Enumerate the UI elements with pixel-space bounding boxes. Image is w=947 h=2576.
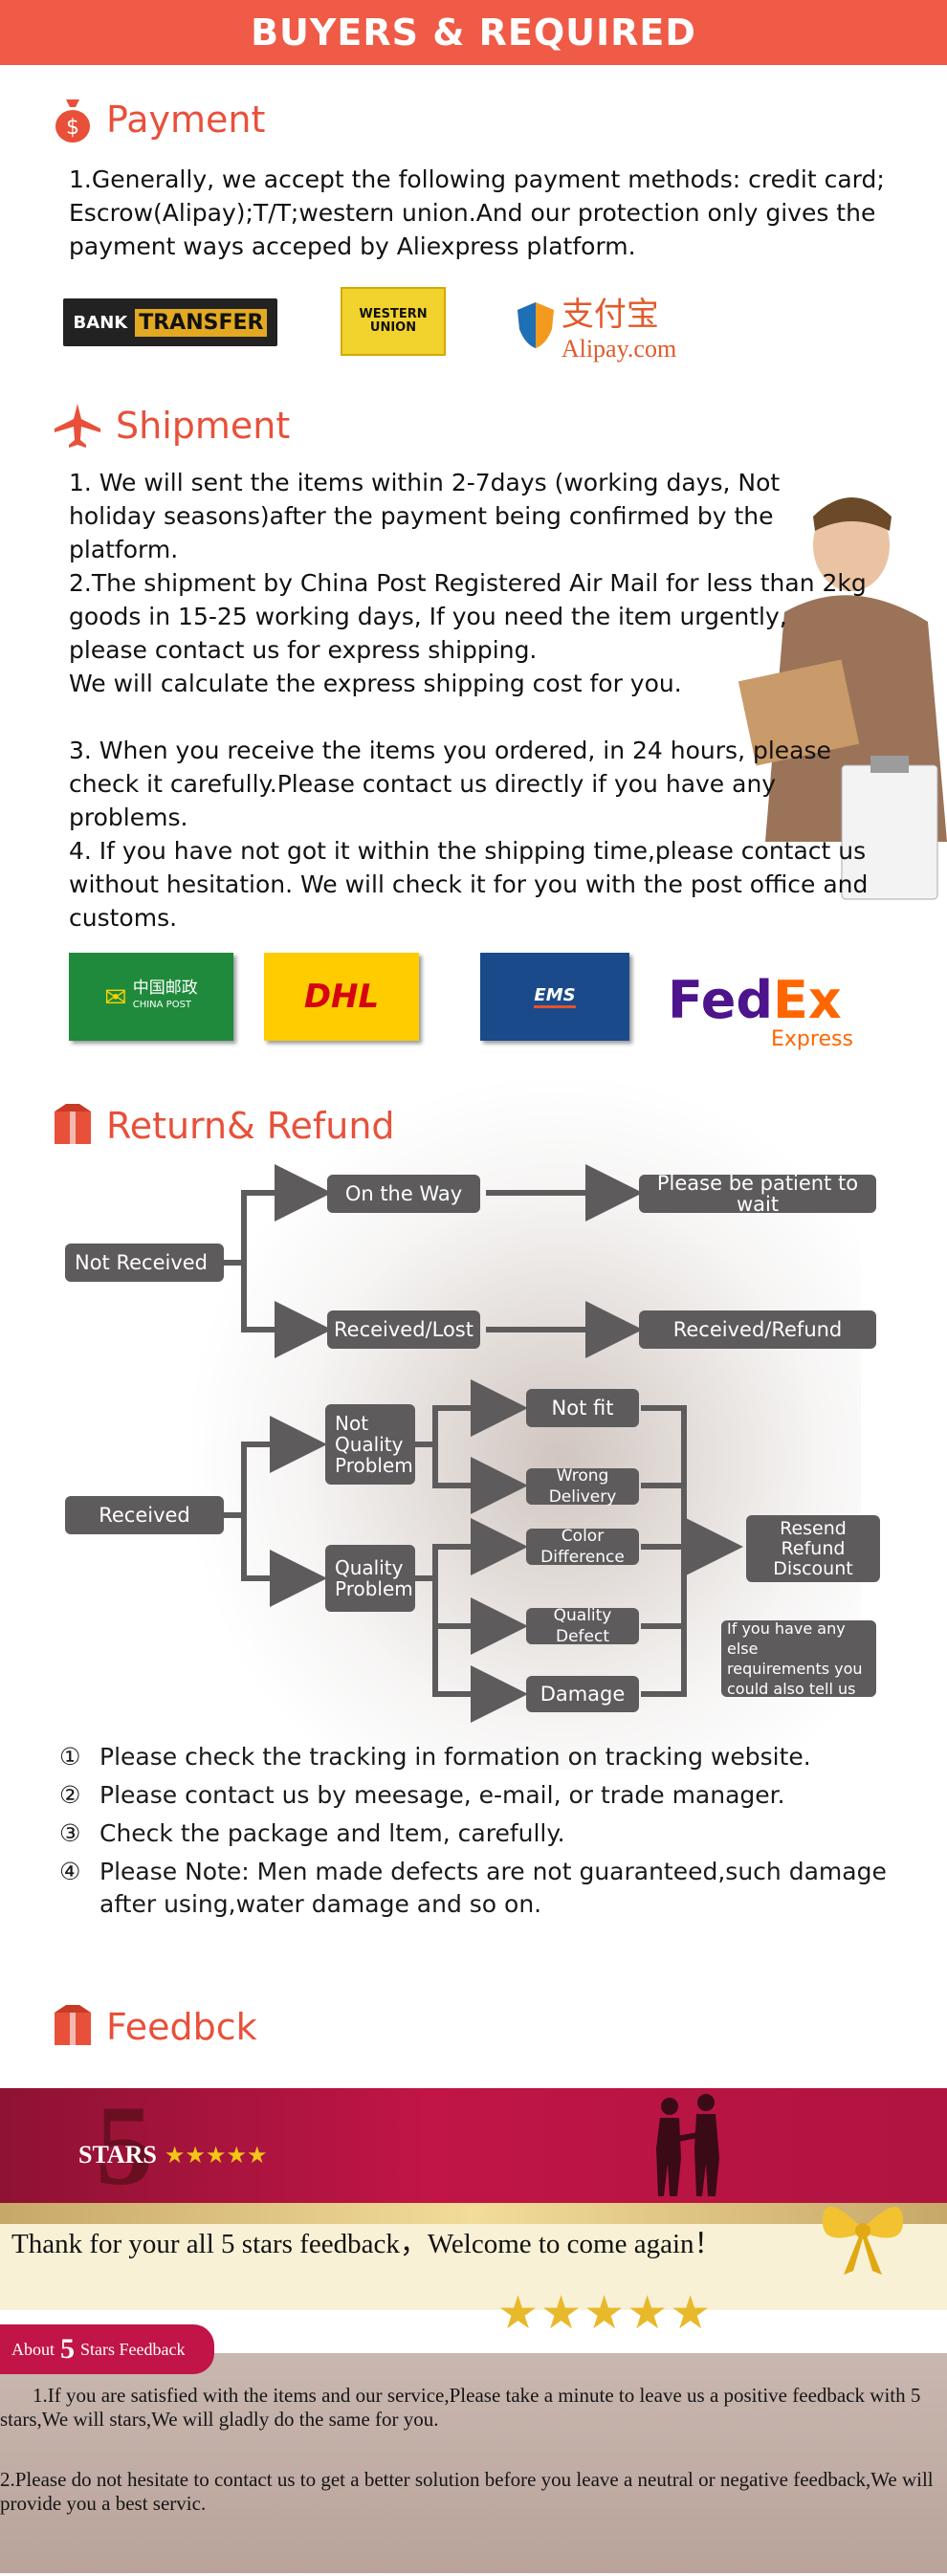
damage-box: Damage <box>526 1676 639 1712</box>
bank-transfer-logo: BANK TRANSFER <box>63 298 277 346</box>
note-text: Please contact us by meesage, e-mail, or… <box>99 1781 785 1809</box>
payment-text: 1.Generally, we accept the following pay… <box>69 165 885 260</box>
about-number: 5 <box>60 2333 75 2365</box>
payment-heading: $ Payment <box>53 96 265 143</box>
shipment-p1: 1. We will sent the items within 2-7days… <box>69 469 781 563</box>
china-post-logo: ✉ 中国邮政 CHINA POST <box>69 953 233 1041</box>
resend-refund-discount-box: Resend Refund Discount <box>746 1515 880 1582</box>
fedex-logo: FedEx Express <box>668 966 878 1058</box>
gold-stars-icon: ★★★★★ <box>497 2286 714 2340</box>
small-stars-icon: ★★★★★ <box>164 2142 268 2169</box>
money-bag-icon: $ <box>53 96 93 143</box>
not-received-box: Not Received <box>65 1244 224 1282</box>
china-post-en-label: CHINA POST <box>132 1000 192 1010</box>
feedback-heading: Feedbck <box>53 2003 257 2051</box>
alipay-en-label: Alipay.com <box>561 334 677 363</box>
thank-row <box>0 2224 947 2310</box>
fedex-express-label: Express <box>771 1026 853 1051</box>
box-icon <box>53 1102 93 1150</box>
alipay-shield-icon <box>517 302 554 348</box>
ems-logo: EMS <box>480 953 629 1041</box>
fedex-ex-label: Ex <box>772 969 842 1030</box>
note-item: ② Please contact us by meesage, e-mail, o… <box>59 1779 920 1812</box>
stars-label-row: STARS ★★★★★ <box>78 2141 267 2169</box>
bank-international-label: INTERNATIONAL <box>153 337 231 347</box>
china-post-cn-label: 中国邮政 <box>132 979 198 998</box>
transfer-label: TRANSFER <box>135 308 268 337</box>
fedex-fed-label: Fed <box>668 969 773 1030</box>
dhl-logo: DHL <box>264 953 419 1041</box>
received-refund-box: Received/Refund <box>639 1310 876 1349</box>
about-suffix: Stars Feedback <box>80 2339 186 2359</box>
western-union-logo: WESTERN UNION <box>341 287 446 356</box>
ems-label: EMS <box>534 985 576 1008</box>
gold-bow-icon <box>815 2191 911 2277</box>
wrong-delivery-box: Wrong Delivery <box>526 1466 639 1507</box>
note-number: ② <box>59 1781 81 1809</box>
note-number: ④ <box>59 1858 81 1885</box>
not-quality-problem-box: Not Quality Problem <box>325 1404 415 1485</box>
five-digit: 5 <box>96 2081 153 2209</box>
feedback-info-panel <box>0 2353 947 2573</box>
feedback-title: Feedbck <box>106 2006 257 2048</box>
note-item: ④ Please Note: Men made defects are not g… <box>59 1856 920 1921</box>
payment-title: Payment <box>106 99 266 141</box>
delivery-man-illustration <box>727 478 947 937</box>
china-post-emblem-icon: ✉ <box>104 980 127 1013</box>
svg-text:$: $ <box>66 116 79 140</box>
handshake-silhouette-icon <box>650 2091 727 2198</box>
shipment-title: Shipment <box>116 405 291 447</box>
note-item: ① Please check the tracking in formation … <box>59 1741 920 1773</box>
box-icon <box>53 2003 93 2051</box>
quality-problem-box: Quality Problem <box>325 1545 415 1612</box>
dhl-label: DHL <box>303 978 380 1016</box>
feedback-p2: 2.Please do not hesitate to contact us t… <box>0 2468 934 2515</box>
shipment-p2: 2.The shipment by China Post Registered … <box>69 569 867 664</box>
thank-message: Thank for your all 5 stars feedback，Welc… <box>11 2229 722 2259</box>
five-stars-banner <box>0 2088 947 2203</box>
be-patient-box: Please be patient to wait <box>639 1173 876 1215</box>
bank-label: BANK <box>73 312 128 333</box>
other-requirements-box: If you have any else requirements you co… <box>721 1619 876 1698</box>
western-label: WESTERN <box>359 307 428 321</box>
alipay-cn-label: 支付宝 <box>561 295 659 334</box>
stars-word: STARS <box>78 2141 157 2169</box>
union-label: UNION <box>369 320 417 335</box>
shipment-p3: 3. When you receive the items you ordere… <box>69 737 831 831</box>
not-fit-box: Not fit <box>526 1389 639 1427</box>
color-difference-box: Color Difference <box>526 1527 639 1567</box>
note-text: Check the package and ltem, carefully. <box>99 1819 565 1847</box>
refund-notes: ① Please check the tracking in formation … <box>59 1741 920 1926</box>
received-lost-box: Received/Lost <box>327 1310 480 1349</box>
alipay-logo: 支付宝 Alipay.com <box>496 287 696 363</box>
shipment-p2b: We will calculate the express shipping c… <box>69 670 682 697</box>
shipment-heading: Shipment <box>53 402 290 450</box>
shipment-p4: 4. If you have not got it within the shi… <box>69 837 869 932</box>
airplane-icon <box>53 402 102 450</box>
note-number: ① <box>59 1743 81 1771</box>
note-number: ③ <box>59 1819 81 1847</box>
quality-defect-box: Quality Defect <box>526 1606 639 1646</box>
note-text: Please check the tracking in formation o… <box>99 1743 811 1771</box>
page-banner: BUYERS & REQUIRED <box>0 0 947 65</box>
on-the-way-box: On the Way <box>327 1175 480 1213</box>
note-text: Please Note: Men made defects are not gu… <box>99 1858 887 1918</box>
note-item: ③ Check the package and ltem, carefully. <box>59 1817 920 1850</box>
received-box: Received <box>65 1496 224 1534</box>
feedback-p1: 1.If you are satisfied with the items an… <box>0 2384 921 2431</box>
gold-divider <box>0 2203 947 2224</box>
about-label: About <box>11 2339 55 2359</box>
about-feedback-tab: About 5 Stars Feedback <box>0 2324 214 2374</box>
